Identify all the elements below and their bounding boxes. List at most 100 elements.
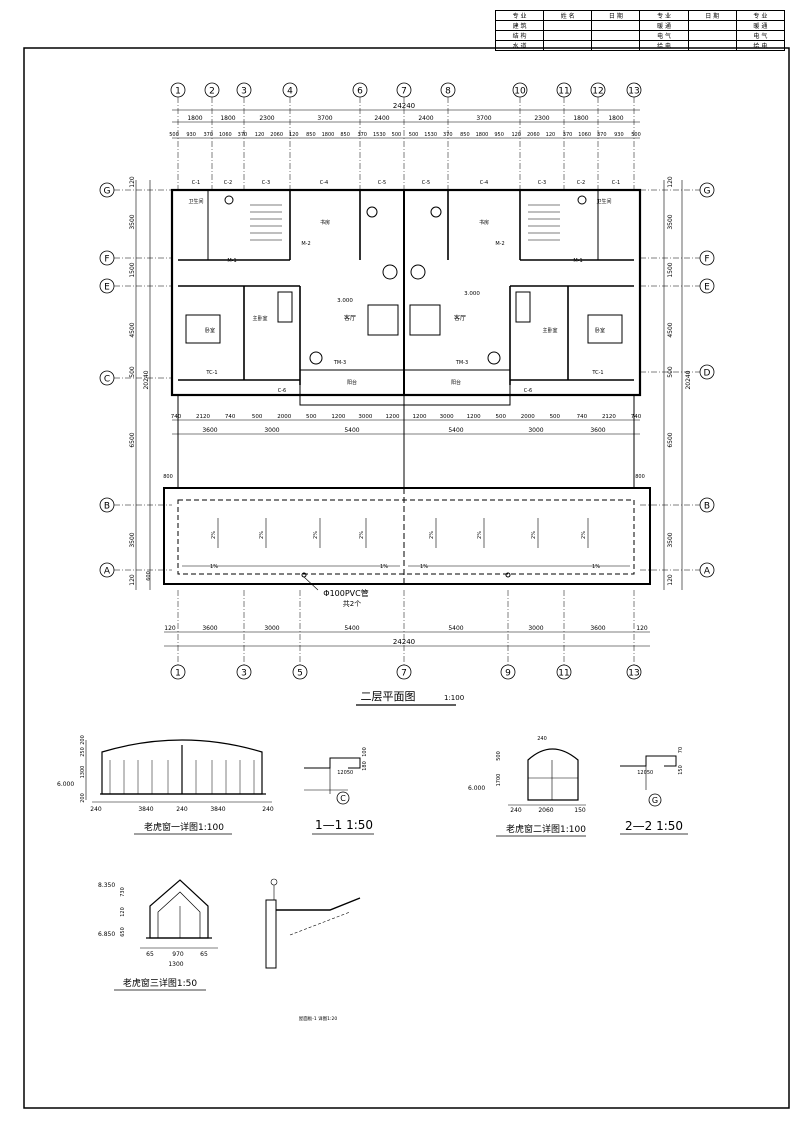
top-dimension: 3700 (317, 115, 332, 122)
bottom-dimension: 3000 (264, 625, 279, 632)
window-tag: C-4 (480, 180, 488, 186)
right-axis-bubble-label: G (704, 187, 711, 197)
dormer2-dim: 240 (537, 736, 547, 742)
slope-label: 2% (259, 531, 265, 539)
mid-dimension: 5400 (448, 427, 463, 434)
dormer1-dim: 200 (80, 735, 86, 745)
mid-dimension: 3000 (358, 414, 372, 420)
slope-label: 1% (380, 564, 388, 570)
mid-dimension: 1200 (413, 414, 427, 420)
top-dimension-detail: 370 (357, 132, 367, 138)
detail-title: 1—1 1:50 (315, 818, 373, 832)
section-dim: 150 (678, 765, 684, 775)
overall-width: 24240 (393, 102, 415, 110)
top-dimension-detail: 120 (255, 132, 265, 138)
top-axis-bubble-label: 11 (558, 87, 569, 97)
left-dimension: 3500 (129, 532, 136, 547)
top-dimension: 1800 (573, 115, 588, 122)
door-tag: M-2 (495, 241, 504, 247)
dormer3-elevation (149, 879, 209, 939)
door-tag: M-2 (301, 241, 310, 247)
mid-dimension: 500 (495, 414, 506, 420)
right-dimension: 120 (667, 574, 674, 586)
slope-label: 1% (592, 564, 600, 570)
section-axis-bubble (648, 793, 662, 807)
left-dimension: 1500 (129, 262, 136, 277)
top-dimension-detail: 370 (563, 132, 573, 138)
room-label: 卧室 (595, 327, 605, 334)
section-axis-label: G (652, 796, 658, 805)
bottom-dimension: 5400 (448, 625, 463, 632)
right-dimension: 3500 (667, 214, 674, 229)
top-dimension-detail: 500 (409, 132, 419, 138)
dormer1-dim: 250 (80, 747, 86, 757)
slope-label: 1% (210, 564, 218, 570)
dormer3-dim: 65 (146, 951, 154, 958)
detail-title: 老虎窗二详图1:100 (506, 823, 586, 835)
bottom-dimension: 120 (636, 625, 648, 632)
floor-level: 3.000 (464, 291, 480, 297)
top-dimension: 1800 (187, 115, 202, 122)
mid-dimension: 1200 (331, 414, 345, 420)
right-axis-bubble-label: B (704, 502, 710, 512)
left-axis-bubble-label: B (104, 502, 110, 512)
window-tag: C-3 (538, 180, 546, 186)
dormer1-dim: 3840 (138, 806, 153, 813)
slope-label: 2% (429, 531, 435, 539)
top-dimension-detail: 370 (597, 132, 607, 138)
top-dimension-detail: 850 (306, 132, 316, 138)
detail-title: 屋面板-1 详图1:20 (299, 1015, 338, 1022)
bottom-axis-bubble-label: 1 (175, 669, 181, 679)
dormer3-window (157, 891, 201, 938)
plan-walls (163, 188, 651, 591)
top-dimension-detail: 1530 (424, 132, 437, 138)
top-axis-bubble-label: 2 (209, 87, 215, 97)
top-dimension-detail: 500 (392, 132, 402, 138)
section11-profile (304, 757, 361, 769)
detail-title: 老虎窗三详图1:50 (123, 977, 197, 989)
door-tag: TC-1 (591, 370, 603, 376)
top-dimension: 3700 (476, 115, 491, 122)
right-axis-bubble-label: E (704, 283, 710, 293)
room-label: 书房 (320, 219, 330, 226)
detail4-slope (289, 911, 351, 936)
door-tag: C-6 (524, 388, 532, 394)
top-dimension-detail: 120 (546, 132, 556, 138)
detail4-bubble (270, 878, 278, 886)
room-label: 书房 (479, 219, 489, 226)
title-block-row: 专 业姓 名日 期专 业日 期专 业 (494, 10, 786, 21)
bottom-axis-bubble-label: 13 (628, 669, 639, 679)
title-block-cell: 水 道 (494, 40, 545, 51)
dimension-800-right: 800 (635, 474, 645, 480)
door-tag: C-6 (278, 388, 286, 394)
dormer1-dim: 1300 (80, 766, 86, 779)
top-dimension-detail: 930 (186, 132, 196, 138)
window-tag: C-5 (378, 180, 386, 186)
section-dim: 120 (637, 770, 647, 776)
right-dimension: 120 (667, 176, 674, 188)
mid-dimension: 740 (171, 414, 182, 420)
detail4-wall (265, 899, 277, 969)
left-axis-bubble-label: A (104, 567, 111, 577)
top-dimension: 2400 (374, 115, 389, 122)
top-axis-bubble-label: 12 (592, 87, 603, 97)
window-tag: C-1 (612, 180, 620, 186)
top-dimension: 1800 (220, 115, 235, 122)
title-block-cell: 给 电 (639, 40, 689, 51)
window-tag: C-4 (320, 180, 328, 186)
right-axis-bubble-label: A (704, 567, 711, 577)
dormer2-dim: 500 (496, 751, 502, 761)
top-dimension-detail: 370 (443, 132, 453, 138)
top-dimension-detail: 1800 (322, 132, 335, 138)
bottom-dimension: 3000 (528, 625, 543, 632)
mid-dimension: 740 (225, 414, 236, 420)
left-axis-bubble-label: F (104, 255, 109, 265)
dormer1-dim: 200 (80, 793, 86, 803)
top-dimension: 2400 (418, 115, 433, 122)
top-axis-bubble-label: 10 (514, 87, 526, 97)
top-dimension-detail: 1060 (219, 132, 232, 138)
dormer2-elevation (527, 748, 579, 801)
overall-width-bottom: 24240 (393, 638, 415, 646)
dormer1-dim: 240 (90, 806, 102, 813)
